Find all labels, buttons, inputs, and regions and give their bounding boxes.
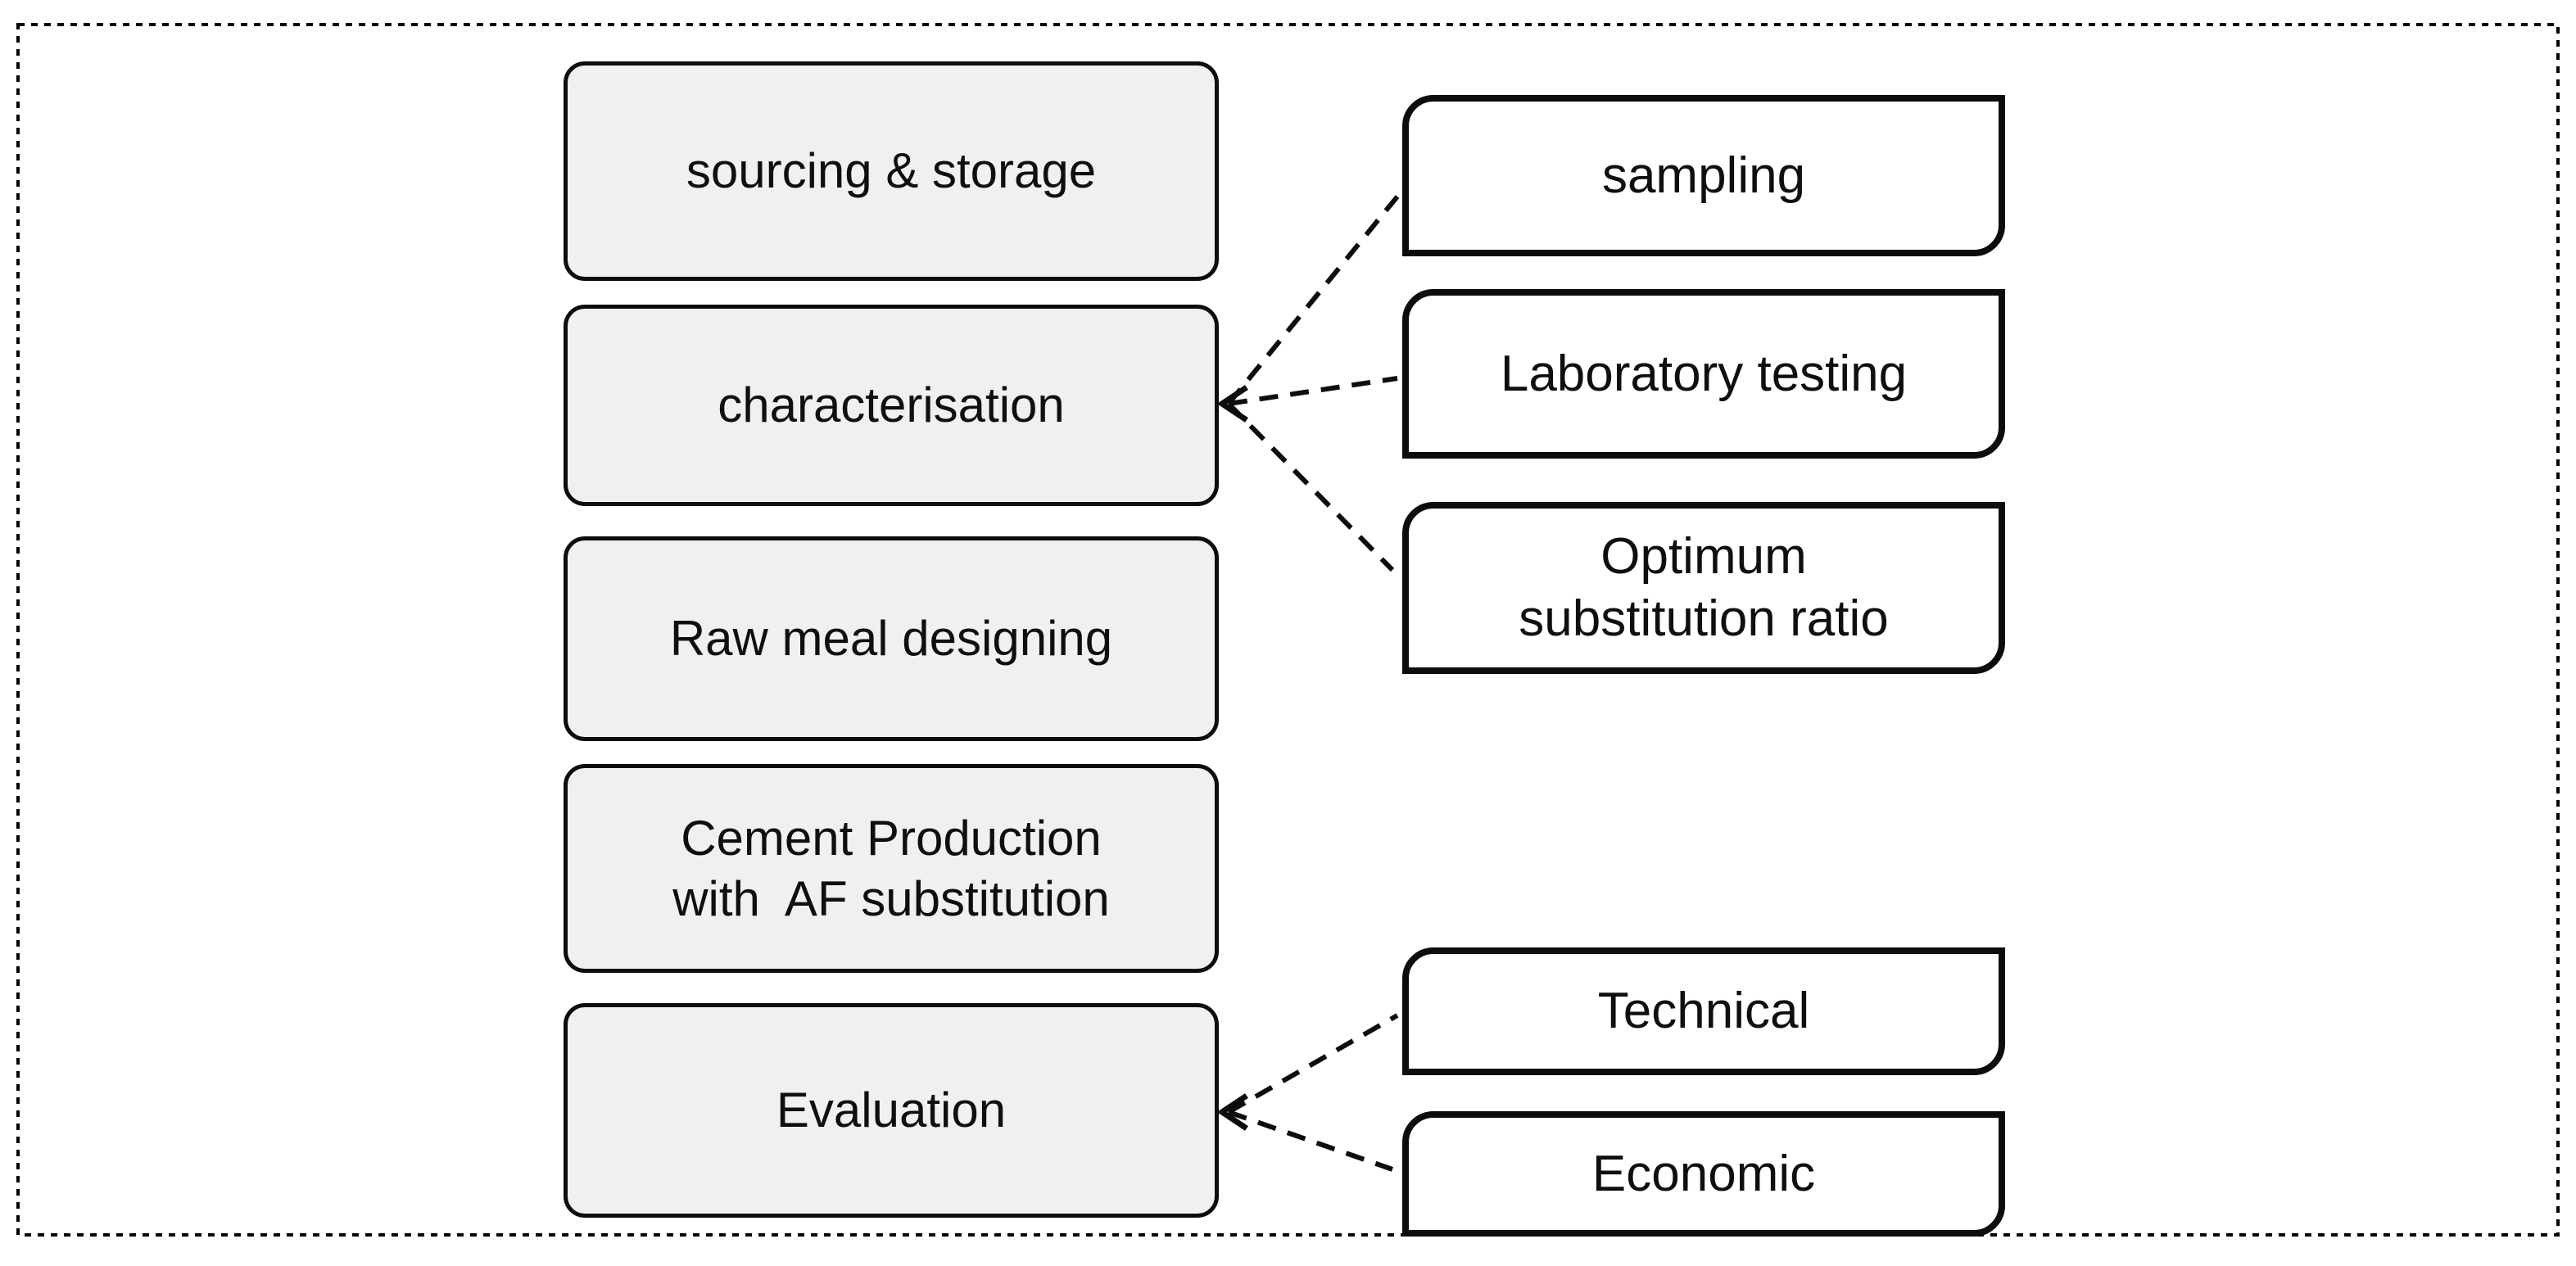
box-economic: Economic (1402, 1111, 2005, 1237)
box-technical: Technical (1402, 947, 2005, 1075)
box-sourcing-storage: sourcing & storage (564, 61, 1219, 281)
arrowhead-at-evaluation (1216, 1093, 1248, 1131)
box-label: Evaluation (776, 1083, 1007, 1138)
connector-arrowheads (1216, 385, 1248, 1131)
connector-lines (1226, 195, 1400, 1172)
box-label: Cement Production with AF substitution (672, 811, 1110, 926)
box-raw-meal-designing: Raw meal designing (564, 536, 1219, 741)
connector-evaluation-to-technical (1227, 1013, 1399, 1115)
box-label: sourcing & storage (686, 143, 1097, 199)
arrowhead-at-characterisation (1216, 385, 1248, 423)
connector-characterisation-to-sampling (1226, 195, 1400, 405)
box-cement-production: Cement Production with AF substitution (564, 764, 1219, 973)
box-evaluation: Evaluation (564, 1003, 1219, 1218)
connector-characterisation-to-optimum-ratio (1226, 401, 1395, 572)
box-label: Laboratory testing (1500, 345, 1908, 402)
box-label: Technical (1597, 983, 1810, 1040)
box-label: Raw meal designing (669, 611, 1113, 667)
outer-dotted-frame (16, 23, 2560, 1237)
box-label: sampling (1601, 147, 1806, 204)
connector-characterisation-to-laboratory-testing (1228, 376, 1398, 406)
connector-evaluation-to-economic (1228, 1110, 1393, 1172)
box-laboratory-testing: Laboratory testing (1402, 289, 2005, 459)
box-label: characterisation (718, 378, 1065, 433)
box-sampling: sampling (1402, 95, 2005, 256)
box-characterisation: characterisation (564, 305, 1219, 506)
box-label: Economic (1591, 1145, 1816, 1202)
box-label: Optimum substitution ratio (1519, 528, 1889, 647)
box-optimum-substitution-ratio: Optimum substitution ratio (1402, 502, 2005, 674)
